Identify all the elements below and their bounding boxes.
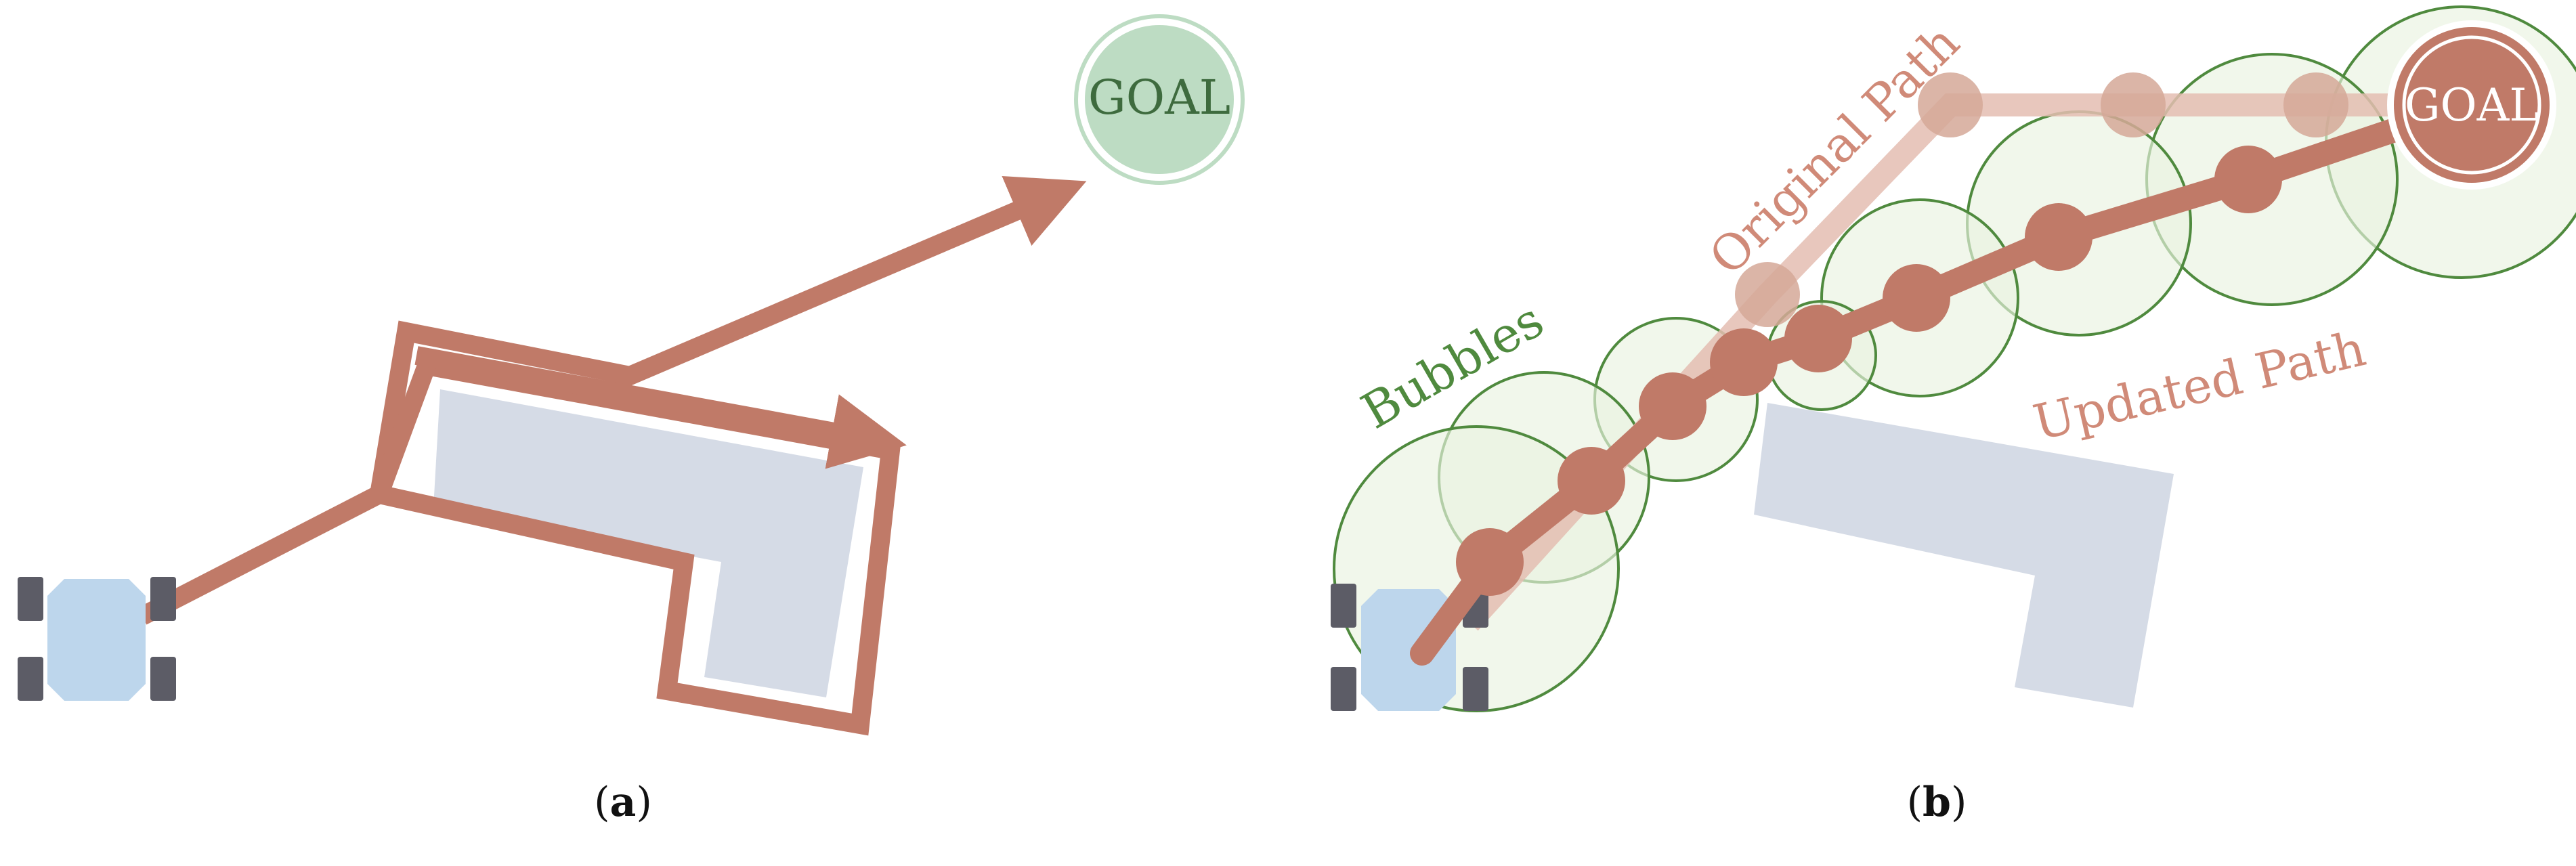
updated-path bbox=[1410, 89, 2491, 666]
updated-waypoint bbox=[1639, 372, 1706, 440]
robot-a bbox=[18, 577, 176, 701]
caption-b-letter: b bbox=[1923, 779, 1951, 826]
caption-a: (a) bbox=[594, 779, 652, 826]
goal-b: GOAL bbox=[2387, 20, 2556, 190]
caption-b: (b) bbox=[1906, 779, 1967, 826]
original-waypoint bbox=[1918, 72, 1983, 137]
panel-a: GOAL bbox=[18, 14, 1245, 736]
updated-waypoint bbox=[1558, 447, 1625, 515]
goal-label-a: GOAL bbox=[1088, 70, 1230, 125]
original-waypoint bbox=[2283, 72, 2348, 137]
updated-waypoint bbox=[1784, 305, 1852, 372]
updated-path-label: Updated Path bbox=[2028, 320, 2371, 451]
panel-b: GOAL Original Path Updated Path Bubbles bbox=[1331, 5, 2576, 712]
obstacle-a bbox=[433, 389, 863, 697]
path-a bbox=[137, 175, 1087, 625]
caption-a-letter: a bbox=[609, 779, 637, 826]
goal-a: GOAL bbox=[1074, 14, 1245, 185]
obstacle-b bbox=[1754, 403, 2174, 708]
updated-waypoint bbox=[2214, 146, 2282, 213]
updated-waypoint bbox=[1710, 328, 1778, 396]
updated-waypoint bbox=[1883, 264, 1950, 332]
original-waypoint bbox=[2101, 72, 2166, 137]
updated-waypoint bbox=[2025, 203, 2092, 271]
updated-waypoint bbox=[1456, 528, 1524, 596]
path-a-inner bbox=[414, 346, 907, 469]
original-waypoint bbox=[1735, 262, 1800, 327]
goal-label-b: GOAL bbox=[2405, 79, 2539, 131]
